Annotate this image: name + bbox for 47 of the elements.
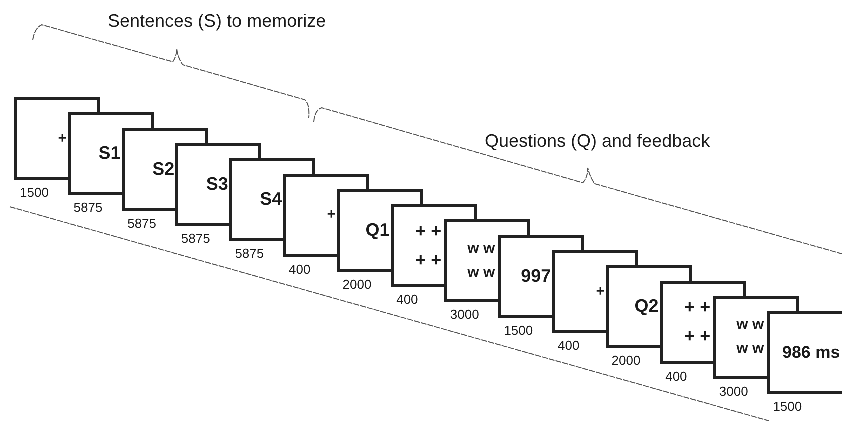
duration-label: 3000 xyxy=(450,306,480,324)
screen-text: + xyxy=(596,282,605,302)
stimulus-screen xyxy=(336,188,391,272)
stimulus-screen xyxy=(122,128,176,211)
duration-label: 1500 xyxy=(773,398,802,416)
duration-label: 400 xyxy=(558,337,580,355)
duration-label: 2000 xyxy=(612,352,641,370)
screen-text: + + + + xyxy=(684,296,712,348)
duration-label: 400 xyxy=(666,368,688,386)
screen-text: 997 xyxy=(521,264,552,288)
screen-text: S4 xyxy=(260,188,282,212)
screen-text: w w w w xyxy=(736,315,766,360)
duration-label: 5875 xyxy=(181,230,210,248)
stimulus-screen xyxy=(444,219,498,302)
stimulus-screen xyxy=(229,158,284,242)
duration-label: 400 xyxy=(289,260,311,278)
screen-text: w w w w xyxy=(466,238,496,283)
screen-text: S3 xyxy=(206,172,228,196)
screen-text: + xyxy=(327,205,336,225)
duration-label: 2000 xyxy=(342,276,372,294)
stimulus-screen xyxy=(767,311,842,394)
screen-text: Q2 xyxy=(634,295,659,318)
stimulus-screen xyxy=(390,204,445,288)
screen-text: Q1 xyxy=(366,218,390,242)
section-label: Questions (Q) and feedback xyxy=(485,130,710,153)
stimulus-screen xyxy=(713,296,768,379)
duration-label: 3000 xyxy=(719,382,748,401)
stimulus-screen xyxy=(175,142,230,226)
stimulus-screen xyxy=(498,234,552,318)
stimulus-screen xyxy=(68,112,122,196)
duration-label: 5875 xyxy=(128,214,157,233)
stimulus-screen xyxy=(14,97,68,180)
section-label: Sentences (S) to memorize xyxy=(108,10,326,33)
stimulus-screen xyxy=(606,265,660,348)
duration-label: 1500 xyxy=(504,322,534,340)
screen-text: + + + + xyxy=(414,220,443,272)
duration-label: 1500 xyxy=(20,184,49,202)
screen-text: 986 ms xyxy=(782,342,840,364)
stimulus-screen xyxy=(660,280,714,364)
screen-text: S2 xyxy=(152,158,175,181)
stimulus-screen xyxy=(552,250,606,333)
duration-label: 5875 xyxy=(235,245,264,264)
duration-label: 400 xyxy=(396,291,418,310)
screen-text: S1 xyxy=(98,142,121,166)
stimulus-screen xyxy=(283,174,337,256)
duration-label: 5875 xyxy=(74,199,103,218)
screen-text: + xyxy=(58,128,67,148)
